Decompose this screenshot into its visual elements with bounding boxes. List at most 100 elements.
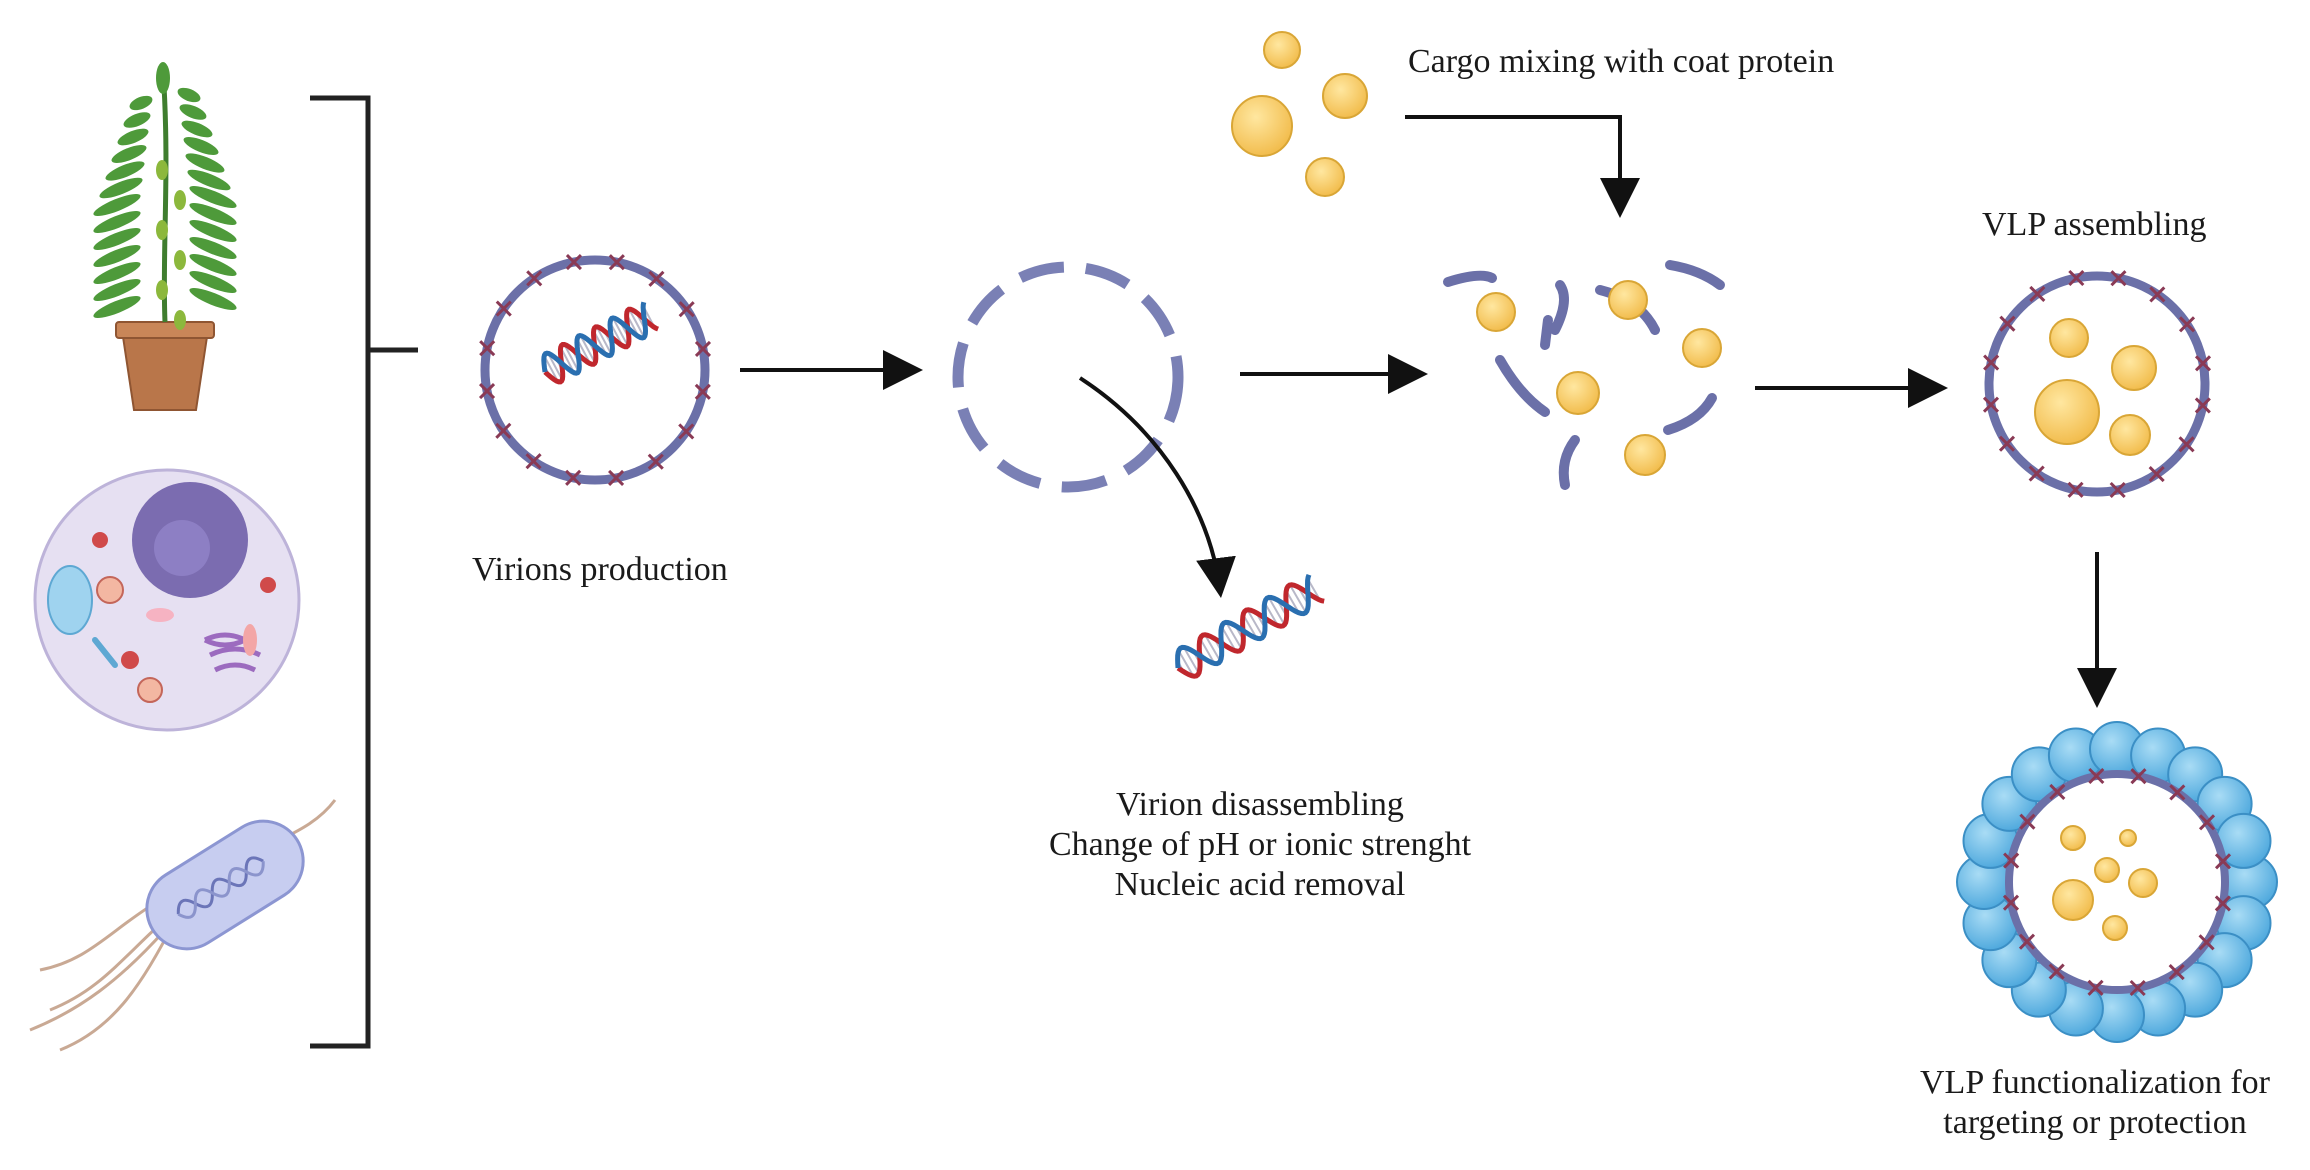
vlp-functionalization-label: VLP functionalization for targeting or p… (1880, 1063, 2310, 1143)
capsid-spike (2149, 286, 2166, 303)
virion-icon (478, 253, 712, 487)
dna-strand (1176, 582, 1325, 679)
dna-strand (1175, 573, 1312, 669)
dna-rung (1204, 634, 1222, 662)
plant-leaf (111, 145, 147, 163)
arrow-to-nucleic-acid (1078, 376, 1236, 598)
plant-leaf (187, 169, 231, 191)
capsid-spike (2029, 285, 2046, 303)
capsid-spike (2178, 316, 2196, 333)
source-bracket (310, 95, 418, 1049)
capsid-spike (2194, 397, 2211, 414)
plant-leaf (189, 220, 237, 242)
dna-rung (547, 352, 564, 381)
plant-leaf (189, 203, 237, 225)
eukaryotic-cell-icon (33, 468, 301, 732)
cargo-mixing-label: Cargo mixing with coat protein (1408, 43, 1835, 80)
vlp-functionalization-line-2: targeting or protection (1943, 1104, 2247, 1141)
plant-leaf (185, 153, 225, 173)
plant-leaf (93, 228, 141, 250)
capsid-spike (647, 453, 664, 470)
cargo-particle-icon (1231, 31, 1368, 197)
capsid-spike (608, 469, 625, 487)
capsid-spike (1999, 315, 2016, 332)
capsid-spike (2178, 436, 2195, 453)
plant-pod (156, 160, 168, 180)
plant-leaf (189, 288, 237, 310)
dna-rung (595, 326, 613, 355)
dna-rung (1199, 638, 1216, 664)
capsid-spike (678, 423, 695, 440)
plant-leaf (129, 95, 153, 111)
plant-leaf (99, 177, 143, 199)
bacterium-icon (29, 799, 337, 1052)
dna-rung (543, 355, 559, 383)
dna-rung (1263, 602, 1279, 627)
plant-leaf (93, 211, 141, 233)
dna-rung (1225, 621, 1243, 650)
capsid-spike (2109, 481, 2126, 499)
capsid-spike (2168, 963, 2185, 981)
cargo-particle-icon (1476, 280, 1722, 476)
nucleic-acid-removal-line: Nucleic acid removal (1114, 866, 1406, 903)
capsid-spike (495, 300, 512, 317)
dna-rung (1246, 609, 1264, 638)
functionalized-vlp-icon (1956, 721, 2278, 1043)
dna-rung (563, 344, 580, 372)
capsid-spike (2169, 784, 2186, 801)
plant-leaf (93, 262, 141, 284)
capsid-spike (2148, 465, 2165, 483)
plant-leaf (189, 237, 237, 259)
plant-leaf (179, 104, 207, 120)
dna-rung (612, 317, 629, 347)
capsid-spike (608, 254, 625, 271)
dna-rung (579, 335, 596, 364)
capsid-spike (2088, 767, 2105, 785)
virions-production-label: Virions production (472, 551, 728, 588)
capsid-spike (2049, 783, 2066, 801)
arrow-cargo-down (1405, 115, 1640, 218)
dna-rung (1267, 596, 1286, 626)
plant-leaf (93, 194, 141, 216)
vlp-assembling-label: VLP assembling (1982, 206, 2207, 243)
plant-leaf (93, 245, 141, 267)
capsid-spike (2002, 894, 2020, 911)
capsid-spike (2129, 979, 2146, 997)
plant-leaf (189, 271, 237, 293)
dna-rung (628, 308, 646, 338)
change-ph-line: Change of pH or ionic strenght (1048, 826, 1472, 863)
plant-leaf (189, 186, 237, 208)
plant-leaf (183, 137, 219, 155)
dna-icon (1175, 573, 1325, 679)
plant-leaf (123, 112, 151, 128)
capsid-spike (2214, 853, 2232, 870)
capsid-spike (1982, 396, 2000, 413)
dna-rung (1242, 614, 1258, 639)
capsid-spike (678, 301, 695, 318)
capsid-spike (2019, 813, 2036, 830)
plant-pod (156, 220, 168, 240)
capsid-spike (694, 383, 711, 400)
plant-leaf (93, 296, 141, 318)
vlp-icon (1982, 269, 2212, 499)
capsid-spike (2067, 481, 2084, 498)
virion-disassembling-label: Virion disassembling Change of pH or ion… (1000, 785, 1520, 905)
capsid-spike (2068, 269, 2085, 287)
plant-pod (174, 310, 186, 330)
capsid-spike (2028, 465, 2045, 482)
plant-pod (156, 280, 168, 300)
plant-leaf (156, 62, 170, 94)
disassembled-capsid-icon (952, 261, 1184, 493)
capsid-spike (2198, 814, 2216, 831)
plant-leaf (117, 128, 149, 146)
capsid-spike (2198, 934, 2215, 951)
capsid-spike (2003, 852, 2020, 869)
plant-pod (174, 190, 186, 210)
dna-rung (1220, 626, 1237, 652)
capsid-spike (479, 340, 496, 357)
capsid-spike (1998, 435, 2016, 452)
capsid-spike (648, 270, 665, 287)
capsid-spike (2110, 270, 2127, 287)
plant-leaf (105, 161, 145, 181)
